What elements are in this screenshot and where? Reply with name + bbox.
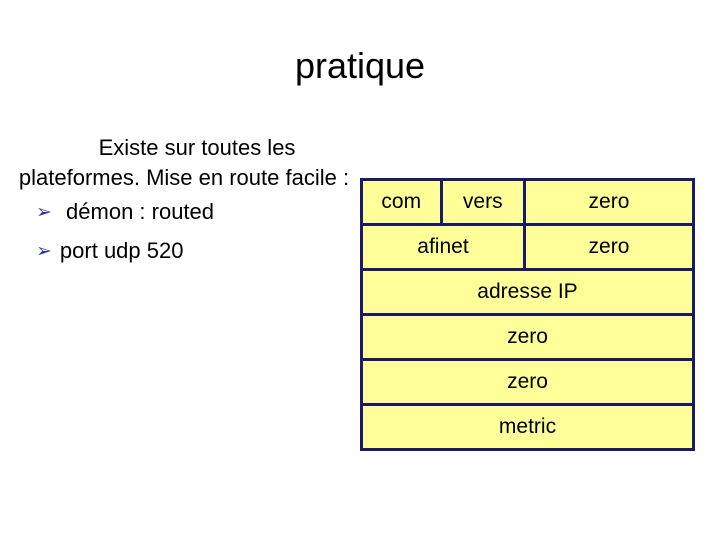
- table-cell-metric: metric: [360, 403, 695, 451]
- arrow-bullet-icon: ➢: [36, 201, 52, 223]
- list-item-label: démon : routed: [59, 199, 215, 224]
- table-row: afinet zero: [360, 223, 696, 271]
- table-row: zero: [360, 358, 695, 406]
- table-cell-zero: zero: [522, 223, 696, 271]
- page-title: pratique: [294, 45, 426, 86]
- bullet-list: ➢ démon : routed ➢ port udp 520: [16, 193, 352, 271]
- table-row: com vers zero: [360, 178, 696, 226]
- table-cell-zero: zero: [360, 313, 695, 361]
- table-cell-version: vers: [439, 178, 526, 226]
- list-item: ➢ démon : routed: [16, 193, 352, 232]
- table-cell-zero: zero: [522, 178, 696, 226]
- table-row: metric: [360, 403, 695, 451]
- table-cell-zero: zero: [360, 358, 695, 406]
- list-item: ➢ port udp 520: [16, 232, 352, 271]
- table-cell-ip-address: adresse IP: [360, 268, 695, 316]
- intro-paragraph: Existe sur toutes les plateformes. Mise …: [18, 135, 350, 190]
- list-item-label: port udp 520: [59, 238, 184, 263]
- packet-format-table: com vers zero afinet zero adresse IP zer…: [360, 178, 696, 451]
- table-cell-afinet: afinet: [360, 223, 526, 271]
- table-row: adresse IP: [360, 268, 695, 316]
- table-row: zero: [360, 313, 695, 361]
- arrow-bullet-icon: ➢: [36, 240, 52, 262]
- left-text-block: Existe sur toutes les plateformes. Mise …: [16, 133, 352, 271]
- table-cell-command: com: [360, 178, 443, 226]
